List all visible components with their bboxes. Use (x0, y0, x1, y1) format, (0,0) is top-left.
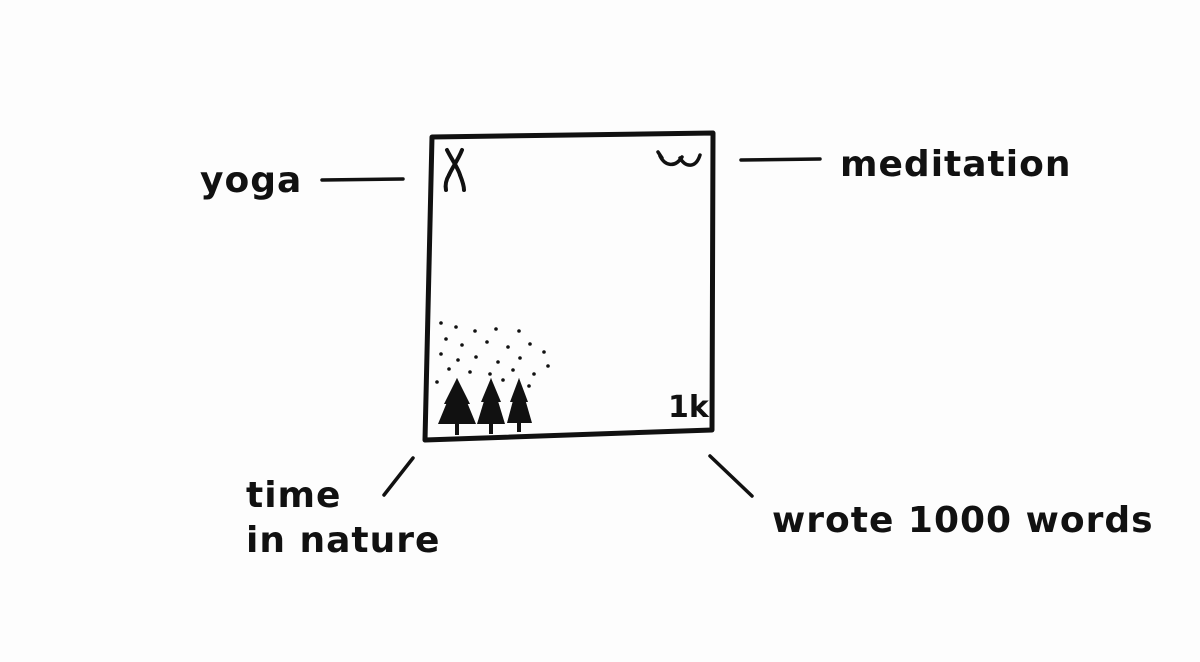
corner-mark-1k: 1k (668, 390, 710, 425)
snow-dot (435, 380, 439, 384)
snow-dot (501, 378, 505, 382)
label-time: time (246, 475, 341, 516)
label-in-nature: in nature (246, 520, 440, 561)
snow-dot (444, 337, 448, 341)
connector-words (708, 454, 754, 498)
label-meditation: meditation (840, 144, 1071, 185)
snow-dot (532, 372, 536, 376)
pine-tree-left (438, 378, 476, 435)
connector-yoga (320, 177, 405, 182)
snow-dot (496, 360, 500, 364)
snow-dot (542, 350, 546, 354)
habit-square (422, 130, 716, 443)
label-wrote-words: wrote 1000 words (772, 500, 1154, 541)
connector-meditation (739, 157, 822, 162)
snow-dot (447, 367, 451, 371)
snow-dot (506, 345, 510, 349)
snow-dot (528, 342, 532, 346)
connector-nature (382, 456, 415, 497)
snow-dot (518, 356, 522, 360)
snow-dot (485, 340, 489, 344)
pine-trees-icon (435, 321, 550, 435)
snow-dot (454, 325, 458, 329)
snow-dot (494, 327, 498, 331)
snow-dot (527, 384, 531, 388)
snow-dot (439, 352, 443, 356)
label-yoga: yoga (200, 160, 302, 201)
snow-dot (460, 343, 464, 347)
snow-dot (488, 372, 492, 376)
pine-tree-middle (477, 378, 505, 434)
snow-dot (473, 329, 477, 333)
closed-eyes-icon (656, 150, 702, 167)
snow-dot (546, 364, 550, 368)
snow-dots (435, 321, 550, 388)
pine-tree-right (507, 378, 532, 432)
yoga-pose-icon (443, 148, 466, 192)
snow-dot (456, 358, 460, 362)
snow-dot (517, 329, 521, 333)
snow-dot (474, 355, 478, 359)
snow-dot (439, 321, 443, 325)
snow-dot (511, 368, 515, 372)
snow-dot (468, 370, 472, 374)
